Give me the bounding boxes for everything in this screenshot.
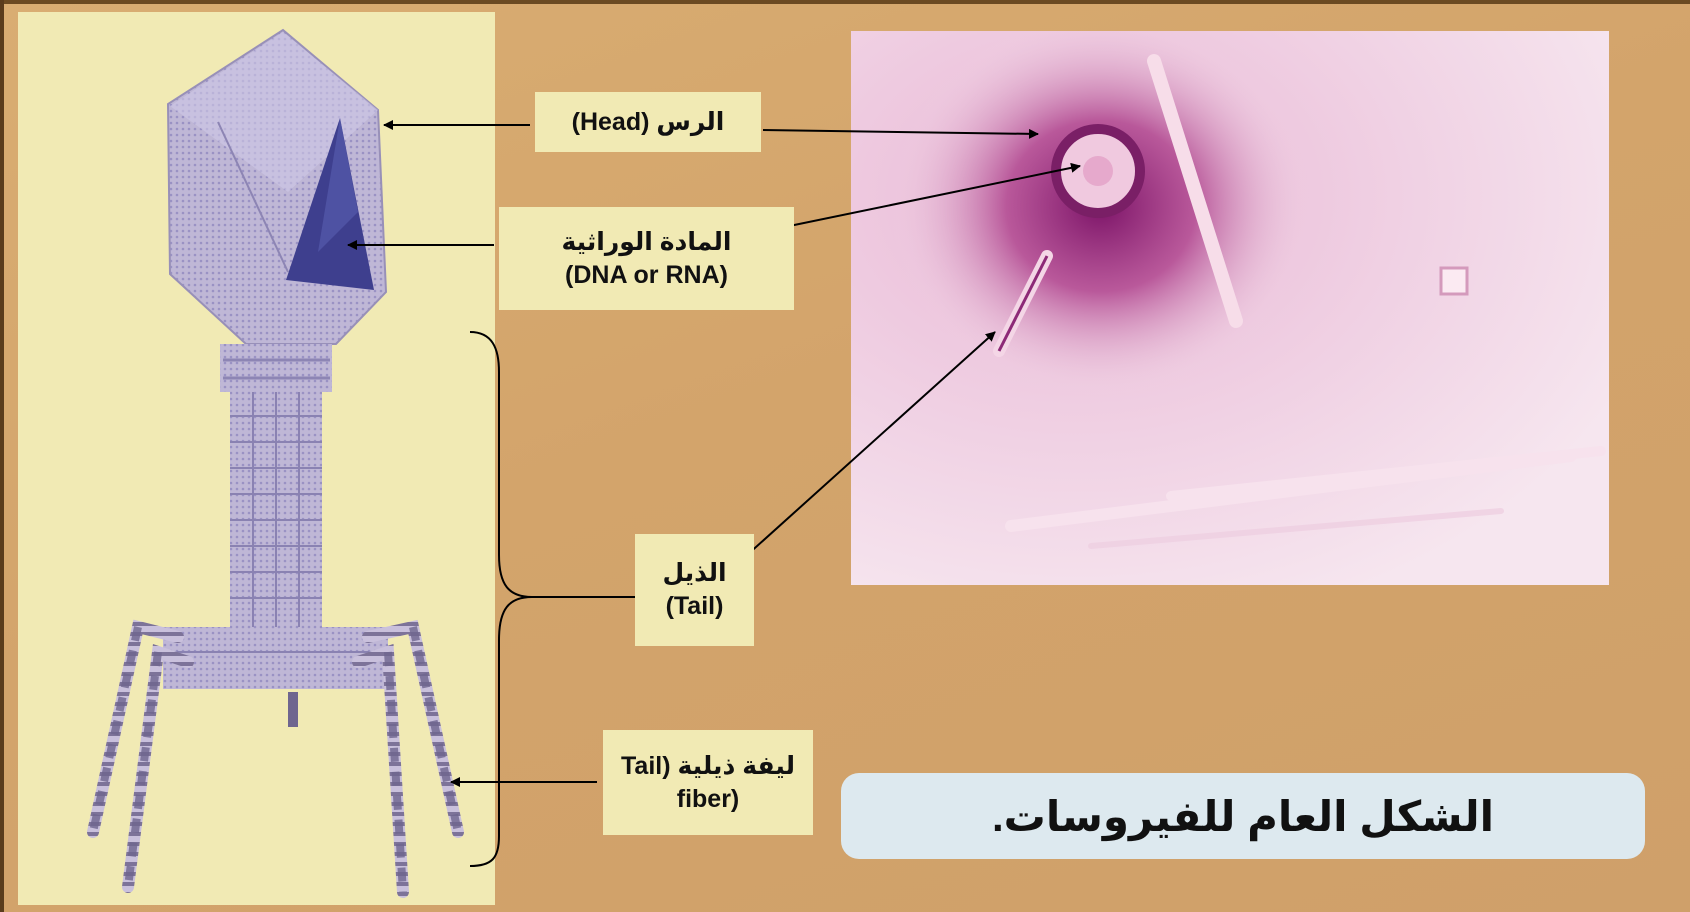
caption-box: الشكل العام للفيروسات.: [841, 773, 1645, 859]
tail-label-arabic: الذيل: [662, 557, 726, 590]
head-label: الرس (Head): [535, 92, 761, 152]
tail-fiber-label: ليفة ذيلية (Tail fiber): [603, 730, 813, 835]
head-label-text: الرس (Head): [572, 106, 725, 139]
tail-label: الذيل (Tail): [635, 534, 754, 646]
tail-label-english: (Tail): [666, 590, 724, 623]
genetic-material-label-arabic: المادة الوراثية: [562, 226, 732, 259]
caption-title: الشكل العام للفيروسات.: [992, 792, 1494, 841]
tail-fiber-label-line2: fiber): [677, 783, 740, 816]
tail-arrow-right: [746, 332, 995, 556]
tail-fiber-label-line1: ليفة ذيلية (Tail: [621, 750, 795, 783]
genetic-material-label-english: (DNA or RNA): [565, 259, 728, 292]
genetic-arrow-right: [770, 166, 1080, 230]
genetic-material-label: المادة الوراثية (DNA or RNA): [499, 207, 794, 310]
head-arrow-right: [763, 130, 1038, 134]
